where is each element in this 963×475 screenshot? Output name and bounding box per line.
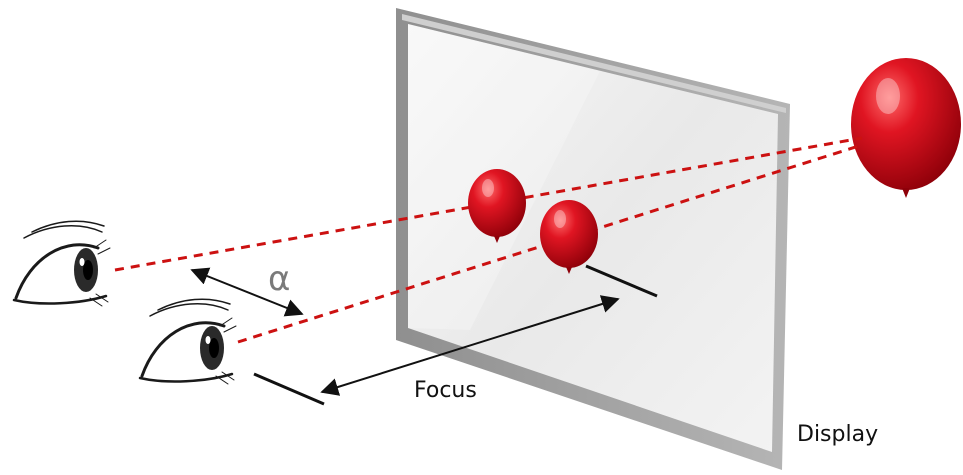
focus-arrow [320, 295, 620, 396]
balloon-icon [851, 58, 961, 198]
focus-tick-far [585, 264, 658, 298]
eye-icon [138, 298, 237, 385]
display-label: Display [797, 422, 878, 447]
sight-line-upper-eye [114, 136, 863, 272]
alpha-arrow [190, 267, 304, 317]
balloon-icon [540, 200, 598, 274]
display-frame-highlight [402, 14, 786, 113]
eye-icon [12, 220, 111, 307]
alpha-label: α [268, 259, 290, 299]
focus-tick-near [253, 372, 325, 406]
focus-label: Focus [414, 378, 477, 403]
balloon-icon [468, 169, 526, 243]
